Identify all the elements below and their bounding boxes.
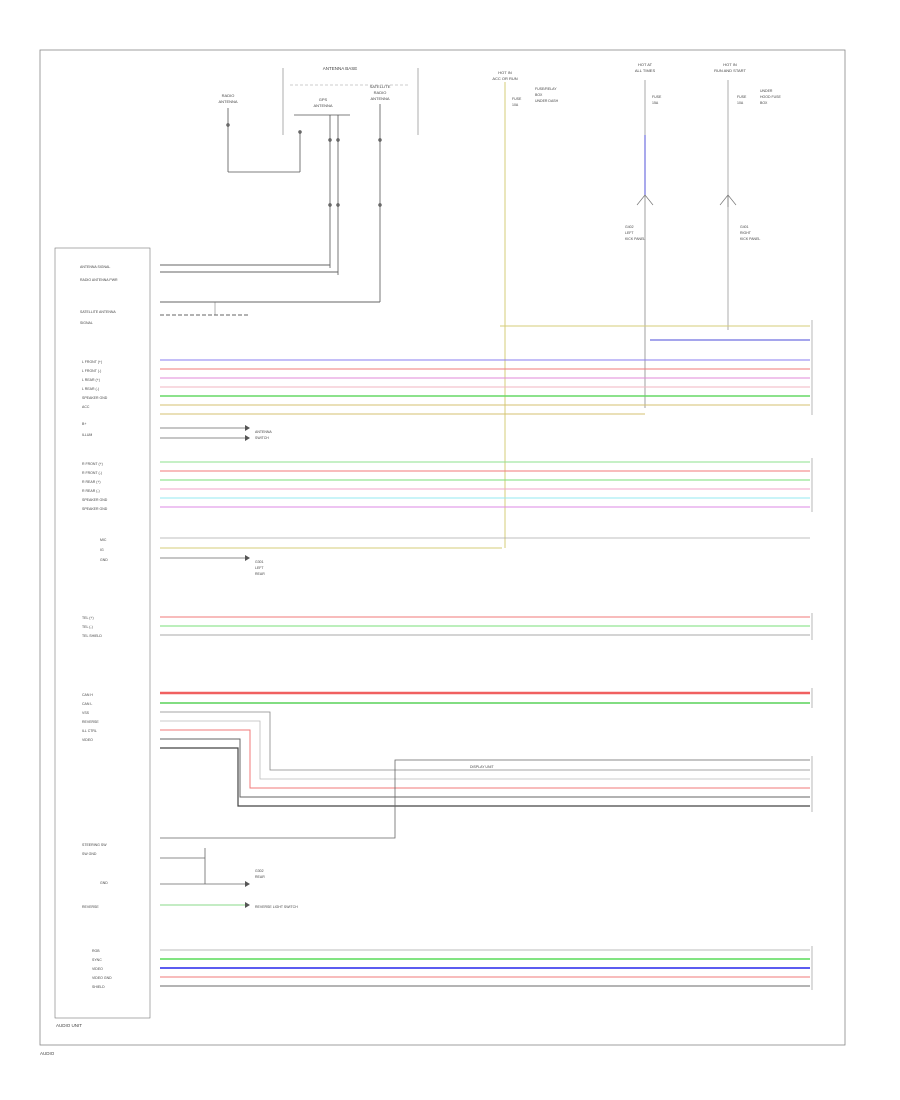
pin-label: TEL SHIELD [82, 634, 102, 638]
diagram-frame [39, 49, 846, 1046]
fuse-right-title-1: HOT IN [723, 62, 737, 67]
fuse-right-desc-2: HOOD FUSE [760, 95, 781, 99]
pin-label: ILLUM [82, 433, 92, 437]
ground-right-1: G401 [740, 225, 749, 229]
pin-label: R FRONT (+) [82, 462, 103, 466]
pin-label: SATELLITE ANTENNA [80, 310, 116, 314]
note-reverse-switch: REVERSE LIGHT SWITCH [255, 905, 298, 909]
sat-antenna-connector [378, 104, 382, 302]
pin-label: B+ [82, 422, 86, 426]
pin-label: SPEAKER GND [82, 507, 108, 511]
note-antenna-switch-1: ANTENNA [255, 430, 272, 434]
fuse-left-title-2: ACC OR RUN [492, 76, 517, 81]
ground-symbols [636, 194, 737, 408]
pin-label: RADIO ANTENNA PWR [80, 278, 118, 282]
pin-label: VIDEO [82, 738, 93, 742]
audio-unit-label: AUDIO UNIT [56, 1023, 82, 1028]
fuse-right-title-2: RUN AND START [714, 68, 746, 73]
ground-left-1: G402 [625, 225, 634, 229]
pin-label: L REAR (-) [82, 387, 99, 391]
pin-label: SHIELD [92, 985, 105, 989]
harness-wires [160, 325, 810, 987]
radio-antenna-label-1: RADIO [222, 93, 235, 98]
ground-left-3: KICK PANEL [625, 237, 645, 241]
pin-label: L REAR (+) [82, 378, 100, 382]
pin-label: SIGNAL [80, 321, 93, 325]
fuse-left-title-1: HOT IN [498, 70, 512, 75]
sat-antenna-label-1: SATELLITE [370, 84, 391, 89]
pin-label: MIC [100, 538, 107, 542]
pin-label: GND [100, 881, 108, 885]
pin-label: L FRONT (+) [82, 360, 102, 364]
pin-label: VIDEO GND [92, 976, 112, 980]
fuse-mid-note-1: FUSE [652, 95, 662, 99]
radio-antenna-connector [226, 108, 302, 173]
fuse-left-desc-1: FUSE/RELAY [535, 87, 557, 91]
pin-label: GND [100, 558, 108, 562]
gps-antenna-connector [294, 114, 350, 275]
radio-antenna-label-2: ANTENNA [218, 99, 237, 104]
gps-antenna-label-2: ANTENNA [313, 103, 332, 108]
footer-label: AUDIO [40, 1051, 55, 1056]
pin-label: IG [100, 548, 104, 552]
ground-left-2: LEFT [625, 231, 634, 235]
pin-label: R FRONT (-) [82, 471, 102, 475]
pin-label: REVERSE [82, 905, 99, 909]
pin-label: CAN L [82, 702, 92, 706]
note-g302-1: G302 [255, 869, 264, 873]
fuse-mid-note-2: 15A [652, 101, 659, 105]
fuse-mid-title-2: ALL TIMES [635, 68, 656, 73]
fuse-right-note-1: FUSE [737, 95, 747, 99]
pin-label: RGB [92, 949, 100, 953]
pin-label: REVERSE [82, 720, 99, 724]
fuse-left-desc-3: UNDER DASH [535, 99, 559, 103]
pin-label: ILL CTRL [82, 729, 97, 733]
sat-antenna-label-3: ANTENNA [370, 96, 389, 101]
pin-labels: ANTENNA SIGNAL RADIO ANTENNA PWR SATELLI… [80, 265, 118, 989]
gps-antenna-label-1: GPS [319, 97, 328, 102]
pin-label: TEL (+) [82, 616, 94, 620]
pin-label: STEERING SW [82, 843, 107, 847]
note-g301-1: G301 [255, 560, 264, 564]
ground-right-2: RIGHT [740, 231, 752, 235]
pin-label: CAN H [82, 693, 93, 697]
audio-unit-box [54, 247, 151, 1019]
pin-label: R REAR (+) [82, 480, 101, 484]
pin-label: SPEAKER GND [82, 396, 108, 400]
fuse-left-desc-2: BOX [535, 93, 543, 97]
pin-label: VIDEO [92, 967, 103, 971]
pin-label: TEL (-) [82, 625, 93, 629]
note-g301-3: REAR [255, 572, 265, 576]
pin-label: ACC [82, 405, 90, 409]
pin-label: ANTENNA SIGNAL [80, 265, 110, 269]
fuse-right-note-2: 10A [737, 101, 744, 105]
sat-antenna-label-2: RADIO [374, 90, 387, 95]
fuse-left-note-1: FUSE [512, 97, 522, 101]
fuse-mid-title-1: HOT AT [638, 62, 653, 67]
note-display-unit: DISPLAY UNIT [470, 765, 494, 769]
wire-arrows [245, 425, 250, 908]
pin-label: VSS [82, 711, 90, 715]
pin-label: L FRONT (-) [82, 369, 101, 373]
antenna-wires [160, 264, 380, 316]
pin-label: SPEAKER GND [82, 498, 108, 502]
fuse-right-desc-1: UNDER [760, 89, 773, 93]
pin-label: SW GND [82, 852, 97, 856]
note-antenna-switch-2: SWITCH [255, 436, 269, 440]
note-g301-2: LEFT [255, 566, 264, 570]
fuse-left-note-2: 10A [512, 103, 519, 107]
fuse-right-desc-3: BOX [760, 101, 768, 105]
pin-label: SYNC [92, 958, 102, 962]
note-g302-2: REAR [255, 875, 265, 879]
pin-label: R REAR (-) [82, 489, 100, 493]
antenna-base-label: ANTENNA BASE [323, 66, 358, 71]
ground-right-3: KICK PANEL [740, 237, 760, 241]
